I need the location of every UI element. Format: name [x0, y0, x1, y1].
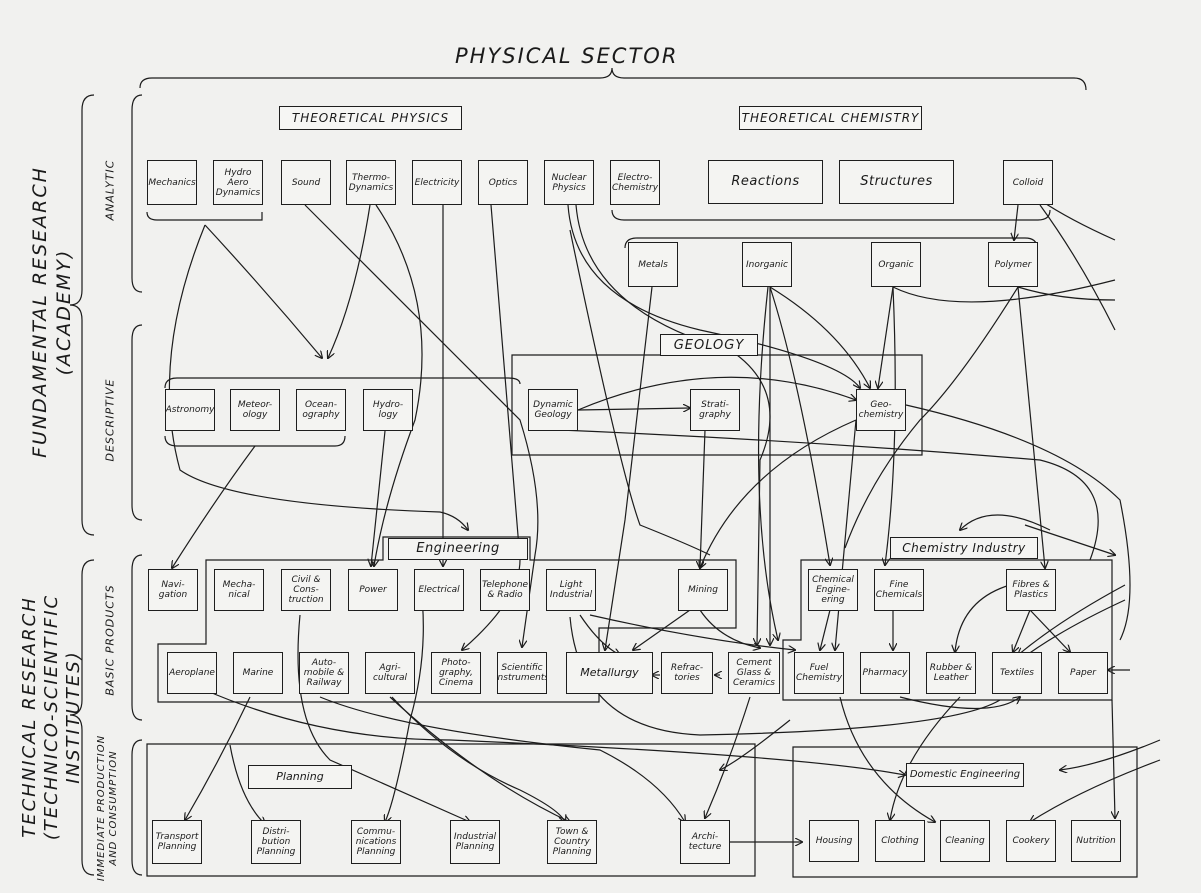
chem-sub-brace: [624, 237, 1038, 249]
paper-box: Paper: [1058, 652, 1108, 694]
descriptive-top-brace: [164, 377, 521, 389]
fuel-chemistry-box: Fuel Chemistry: [794, 652, 844, 694]
analytic-brace: [131, 94, 143, 293]
immediate-brace: [131, 739, 143, 876]
pharmacy-box: Pharmacy: [860, 652, 910, 694]
basic-products-brace: [131, 554, 143, 721]
electrical-box: Electrical: [414, 569, 464, 611]
descriptive-brace: [131, 324, 143, 521]
rubber-leather-box: Rubber & Leather: [926, 652, 976, 694]
engineering-frame: [157, 536, 737, 703]
chemistry-brace: [611, 209, 1051, 221]
physics-left-brace: [146, 211, 263, 221]
planning-box: Planning: [248, 765, 352, 789]
geochemistry-box: Geo- chemistry: [856, 389, 906, 431]
dynamic-geology-box: Dynamic Geology: [528, 389, 578, 431]
fibres-plastics-box: Fibres & Plastics: [1006, 569, 1056, 611]
distribution-planning-box: Distri- bution Planning: [251, 820, 301, 864]
transport-planning-box: Transport Planning: [152, 820, 202, 864]
aeroplane-box: Aeroplane: [167, 652, 217, 694]
organic-box: Organic: [871, 242, 921, 287]
architecture-box: Archi- tecture: [680, 820, 730, 864]
communications-planning-box: Commu- nications Planning: [351, 820, 401, 864]
sound-box: Sound: [281, 160, 331, 205]
hydro-aero-dynamics-box: Hydro Aero Dynamics: [213, 160, 263, 205]
power-box: Power: [348, 569, 398, 611]
polymer-box: Polymer: [988, 242, 1038, 287]
textiles-box: Textiles: [992, 652, 1042, 694]
technical-research-label: TECHNICAL RESEARCH (TECHNICO-SCIENTIFIC …: [19, 593, 84, 841]
geology-box: GEOLOGY: [660, 334, 758, 356]
scientific-instruments-box: Scientific Instruments: [497, 652, 547, 694]
geology-frame: [511, 354, 923, 456]
technical-brace: [69, 559, 95, 876]
industrial-planning-box: Industrial Planning: [450, 820, 500, 864]
theoretical-physics-box: THEORETICAL PHYSICS: [279, 106, 462, 130]
mechanical-box: Mecha- nical: [214, 569, 264, 611]
planning-frame: [146, 743, 756, 877]
metallurgy-box: Metallurgy: [566, 652, 653, 694]
chemistry-industry-frame: [782, 559, 1113, 701]
telephone-radio-box: Telephone & Radio: [480, 569, 530, 611]
consumption-frame: [792, 746, 1138, 878]
sector-title: PHYSICAL SECTOR: [455, 44, 679, 68]
colloid-box: Colloid: [1003, 160, 1053, 205]
meteorology-box: Meteor- ology: [230, 389, 280, 431]
cement-glass-ceramics-box: Cement Glass & Ceramics: [728, 652, 780, 694]
metals-box: Metals: [628, 242, 678, 287]
navigation-box: Navi- gation: [148, 569, 198, 611]
refractories-box: Refrac- tories: [661, 652, 713, 694]
nutrition-box: Nutrition: [1071, 820, 1121, 862]
descriptive-bottom-brace: [164, 435, 346, 447]
fine-chemicals-box: Fine Chemicals: [874, 569, 924, 611]
immediate-production-label: IMMEDIATE PRODUCTION AND CONSUMPTION: [96, 734, 119, 882]
stratigraphy-box: Strati- graphy: [690, 389, 740, 431]
cleaning-box: Cleaning: [940, 820, 990, 862]
automobile-railway-box: Auto- mobile & Railway: [299, 652, 349, 694]
nuclear-physics-box: Nuclear Physics: [544, 160, 594, 205]
descriptive-label: DESCRIPTIVE: [103, 378, 117, 462]
analytic-label: ANALYTIC: [103, 159, 117, 221]
basic-products-label: BASIC PRODUCTS: [103, 584, 117, 696]
cookery-box: Cookery: [1006, 820, 1056, 862]
hydrology-box: Hydro- logy: [363, 389, 413, 431]
fundamental-research-label: FUNDAMENTAL RESEARCH (ACADEMY): [29, 166, 75, 458]
agricultural-box: Agri- cultural: [365, 652, 415, 694]
mechanics-box: Mechanics: [147, 160, 197, 205]
fundamental-brace: [69, 94, 95, 536]
thermodynamics-box: Thermo- Dynamics: [346, 160, 396, 205]
electricity-box: Electricity: [412, 160, 462, 205]
town-country-planning-box: Town & Country Planning: [547, 820, 597, 864]
reactions-box: Reactions: [708, 160, 823, 204]
astronomy-box: Astronomy: [165, 389, 215, 431]
oceanography-box: Ocean- ography: [296, 389, 346, 431]
civil-construction-box: Civil & Cons- truction: [281, 569, 331, 611]
inorganic-box: Inorganic: [742, 242, 792, 287]
domestic-engineering-box: Domestic Engineering: [906, 763, 1024, 787]
marine-box: Marine: [233, 652, 283, 694]
photography-cinema-box: Photo- graphy, Cinema: [431, 652, 481, 694]
light-industrial-box: Light Industrial: [546, 569, 596, 611]
housing-box: Housing: [809, 820, 859, 862]
engineering-box: Engineering: [388, 538, 528, 560]
structures-box: Structures: [839, 160, 954, 204]
chemical-engineering-box: Chemical Engine- ering: [808, 569, 858, 611]
mining-box: Mining: [678, 569, 728, 611]
optics-box: Optics: [478, 160, 528, 205]
chemistry-industry-box: Chemistry Industry: [890, 537, 1038, 559]
sector-brace: [139, 67, 1087, 91]
clothing-box: Clothing: [875, 820, 925, 862]
electro-chemistry-box: Electro- Chemistry: [610, 160, 660, 205]
theoretical-chemistry-box: THEORETICAL CHEMISTRY: [739, 106, 922, 130]
